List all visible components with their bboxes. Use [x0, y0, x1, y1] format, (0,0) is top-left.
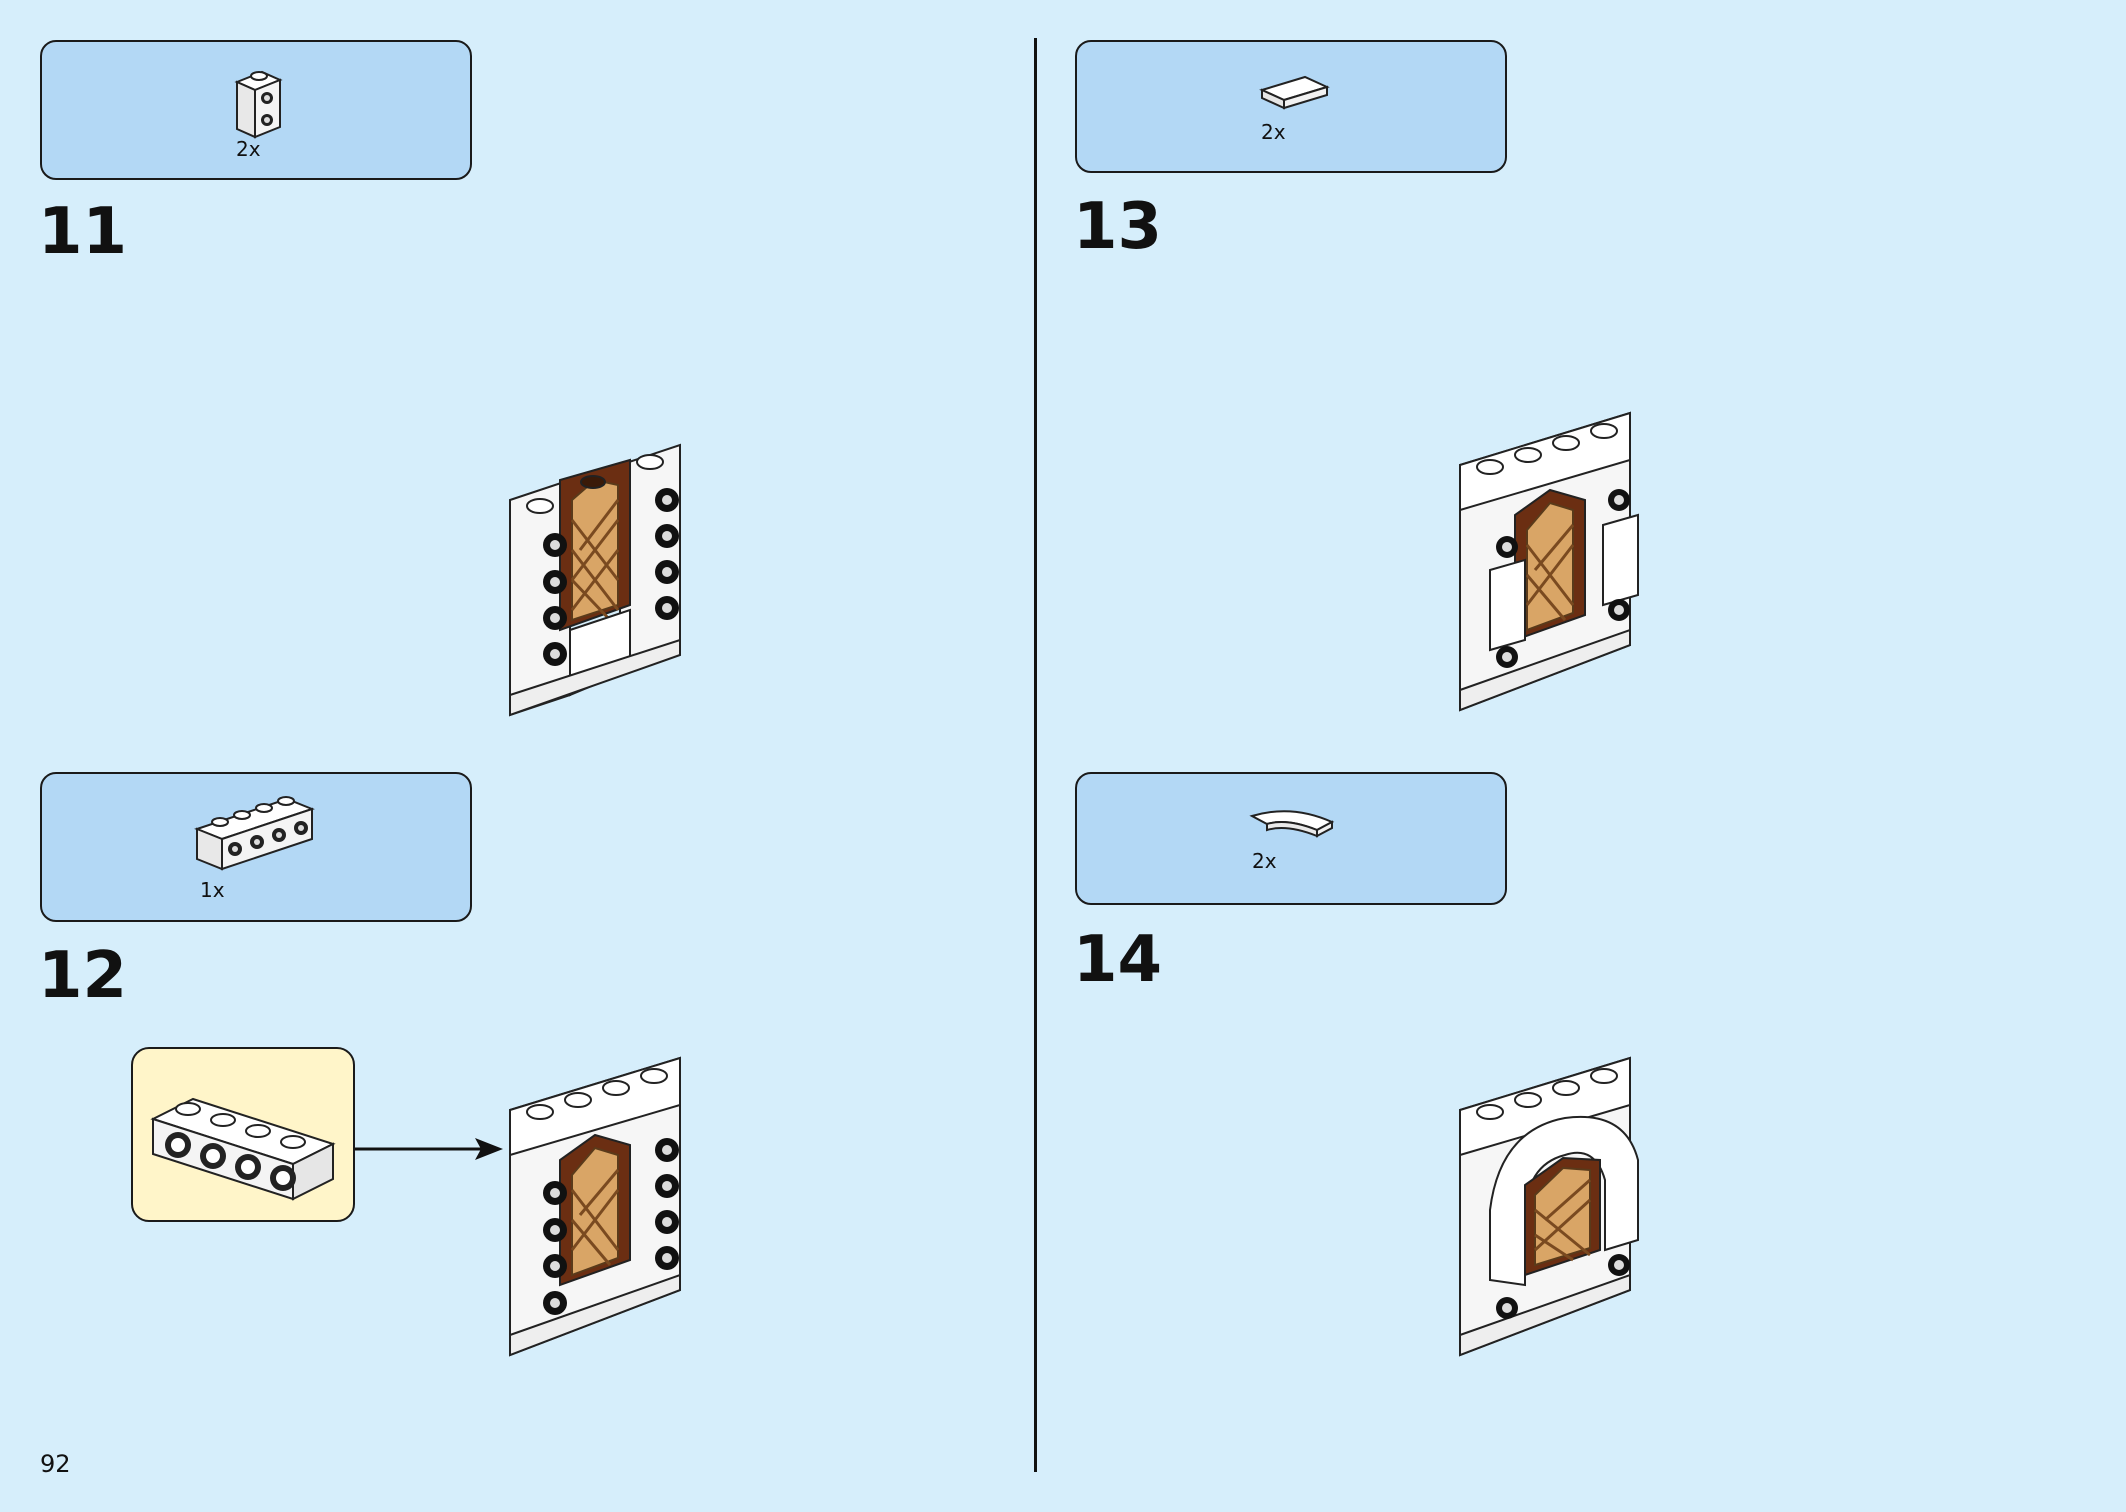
- part-quantity: 2x: [236, 137, 261, 161]
- 1x4-brick-studs-side-icon: [194, 796, 315, 871]
- parts-list-step-13: 2x: [1075, 40, 1507, 173]
- step-number: 13: [1073, 190, 1163, 264]
- 1x4-brick-studs-side-icon: [150, 1097, 336, 1201]
- parts-list-step-12: 1x: [40, 772, 472, 922]
- window-wall-assembly-step-13: [1459, 411, 1639, 712]
- arrow-icon: [355, 1138, 503, 1160]
- 1x2-tile-icon: [1259, 75, 1330, 110]
- part-quantity: 1x: [200, 878, 225, 902]
- step-number: 14: [1073, 923, 1163, 997]
- page-divider: [1034, 38, 1037, 1472]
- window-wall-assembly-step-11: [509, 443, 681, 717]
- page-number: 92: [40, 1450, 71, 1478]
- step-number: 12: [38, 939, 128, 1013]
- sub-assembly-callout: [131, 1047, 355, 1222]
- parts-list-step-11: 2x: [40, 40, 472, 180]
- part-quantity: 2x: [1252, 849, 1277, 873]
- curved-macaroni-tile-icon: [1249, 810, 1335, 838]
- 1x1-brick-studs-side-icon: [234, 70, 283, 139]
- step-number: 11: [38, 195, 128, 269]
- part-quantity: 2x: [1261, 120, 1286, 144]
- parts-list-step-14: 2x: [1075, 772, 1507, 905]
- window-wall-assembly-step-14: [1459, 1056, 1639, 1357]
- window-wall-assembly-step-12: [509, 1056, 681, 1357]
